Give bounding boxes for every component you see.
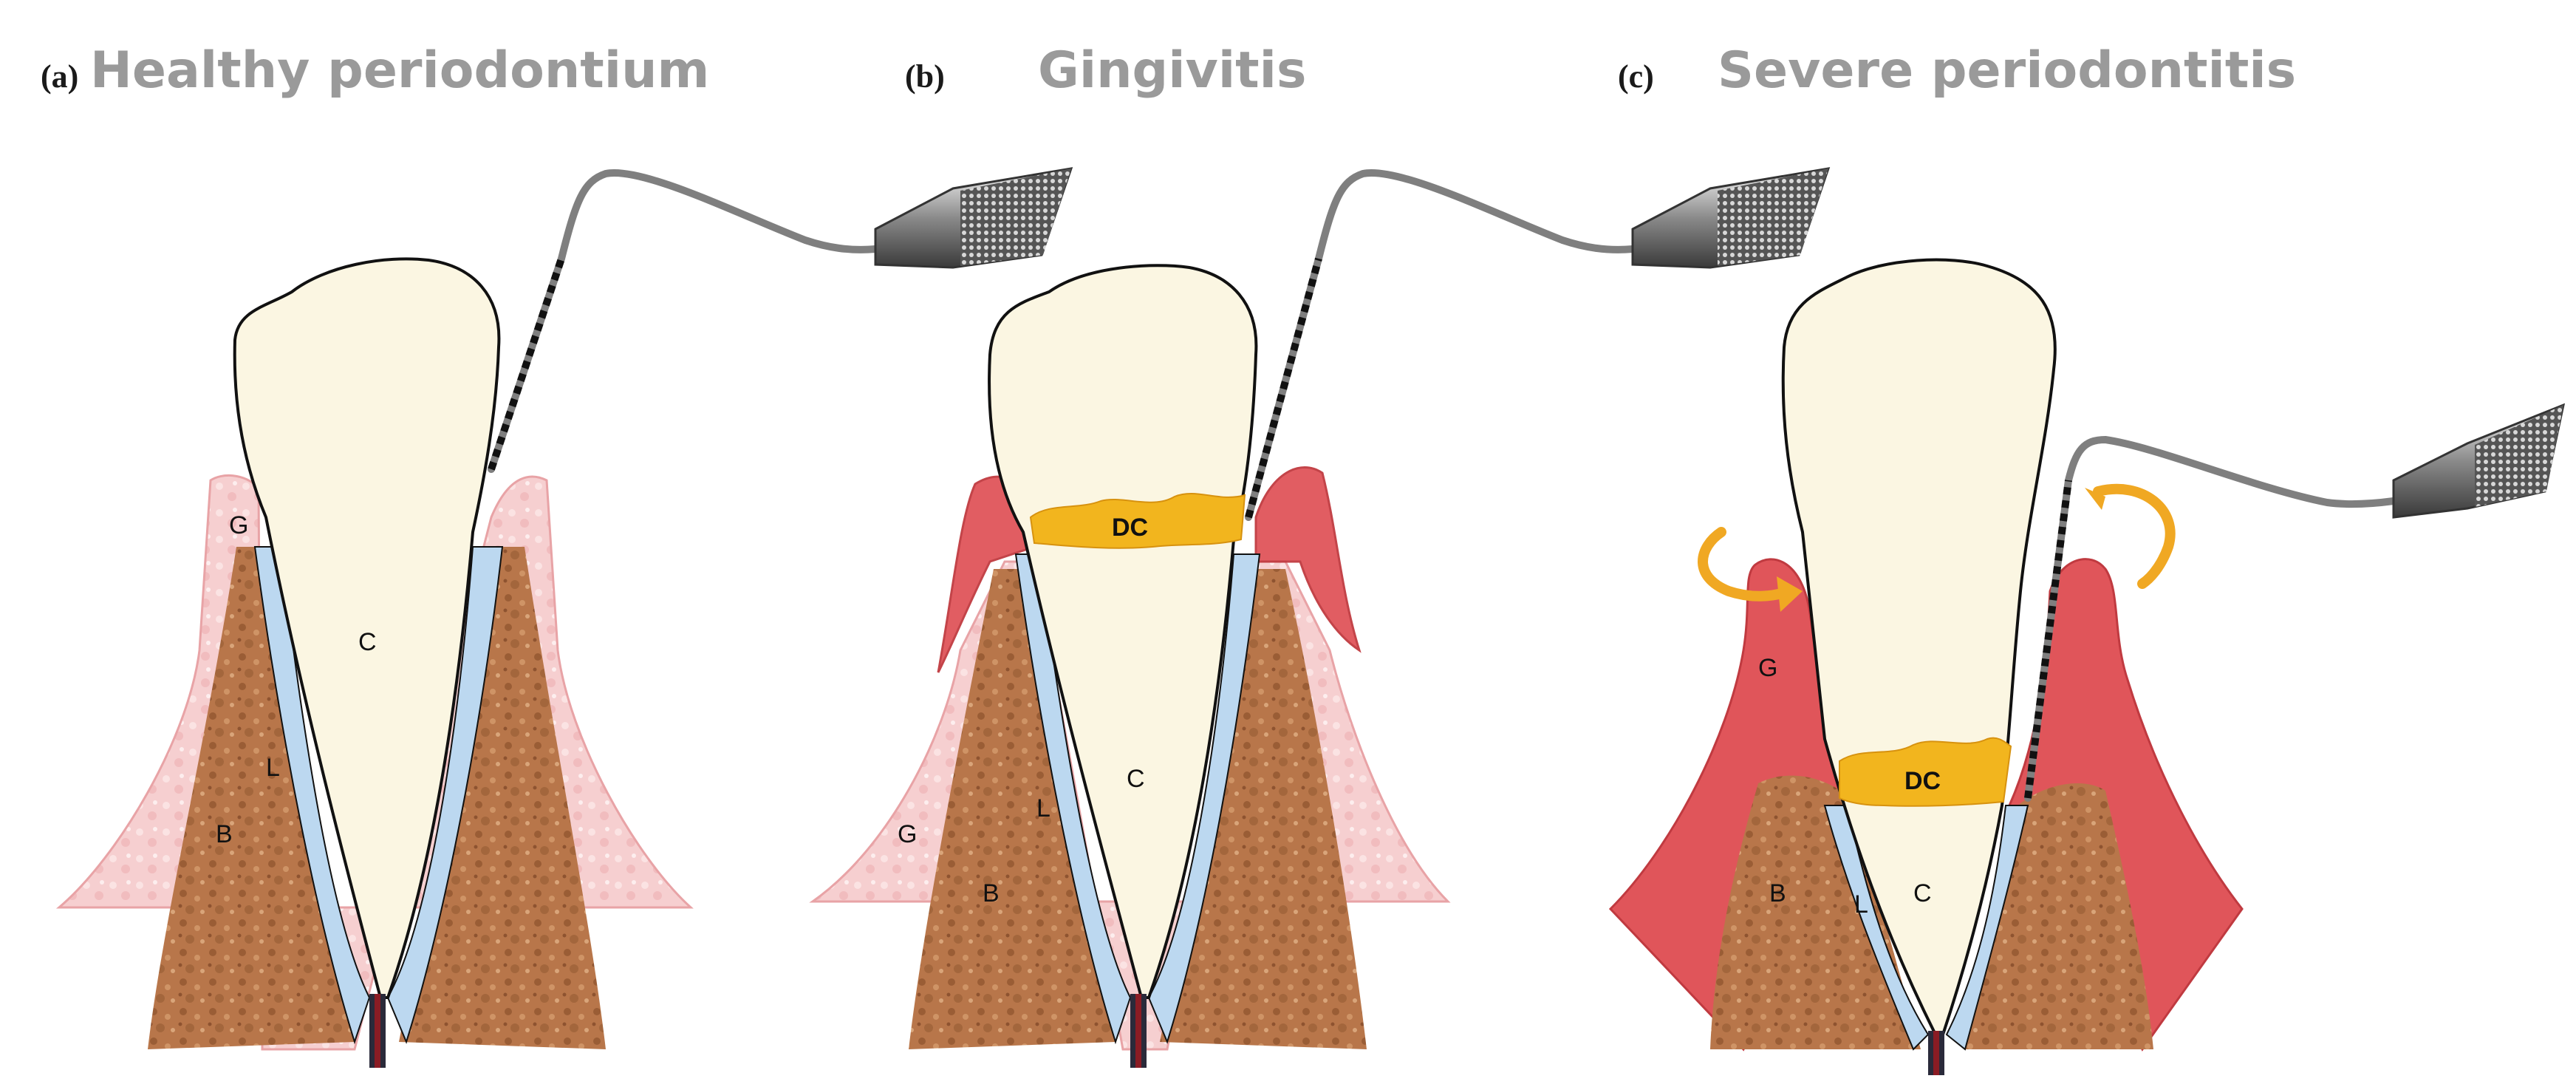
alveolar-bone <box>909 569 1116 1049</box>
label-crown: C <box>1913 879 1932 907</box>
alveolar-bone <box>399 547 606 1049</box>
periodontal-probe-icon <box>488 167 1073 473</box>
periodontal-ligament <box>1014 553 1132 1045</box>
alveolar-bone <box>1160 569 1367 1049</box>
label-ligament: L <box>1036 794 1050 822</box>
panel-gingivitis: (b) Gingivitis DC C L G B <box>809 41 1831 1068</box>
dental-calculus <box>1839 737 2012 807</box>
alveolar-bone <box>148 547 355 1049</box>
panel-letter: (c) <box>1618 58 1654 95</box>
periodontal-probe-icon <box>2024 403 2566 802</box>
panel-periodontitis: (c) Severe periodontitis G DC B L C <box>1608 41 2566 1075</box>
panel-healthy: (a) Healthy periodontium G C L B <box>41 41 1073 1068</box>
label-ligament: L <box>1854 890 1868 919</box>
dental-calculus <box>1029 493 1246 549</box>
periodontal-probe-icon <box>1245 167 1831 521</box>
label-bone: B <box>216 820 233 848</box>
panel-title: Severe periodontitis <box>1718 41 2296 100</box>
periodontal-ligament <box>1945 805 2029 1051</box>
periodontal-ligament <box>253 546 371 1045</box>
gingiva-inflamed <box>1254 466 1362 653</box>
tooth <box>233 257 501 999</box>
periodontal-ligament <box>1147 553 1261 1044</box>
label-ligament: L <box>266 754 280 782</box>
panel-letter: (b) <box>905 58 945 95</box>
tooth <box>988 264 1258 999</box>
panel-letter: (a) <box>41 58 78 95</box>
label-bone: B <box>1769 879 1786 907</box>
label-bone: B <box>983 879 1000 907</box>
label-gingiva: G <box>229 511 248 539</box>
periodontal-ligament <box>386 546 504 1044</box>
root-canal <box>375 994 380 1068</box>
panel-title: Gingivitis <box>1038 41 1306 100</box>
label-crown: C <box>358 628 377 656</box>
label-crown: C <box>1127 765 1145 793</box>
root-canal <box>1933 1031 1939 1075</box>
root-canal <box>1135 994 1141 1068</box>
label-gingiva: G <box>898 820 917 848</box>
panel-title: Healthy periodontium <box>90 41 709 100</box>
recession-arrow-icon <box>2085 483 2176 589</box>
label-gingiva: G <box>1758 654 1777 682</box>
label-deposit: DC <box>1112 514 1148 542</box>
recession-arrow-icon <box>1698 527 1803 612</box>
label-deposit: DC <box>1904 767 1941 795</box>
alveolar-bone <box>1710 775 1921 1049</box>
tooth <box>1781 258 2057 1036</box>
